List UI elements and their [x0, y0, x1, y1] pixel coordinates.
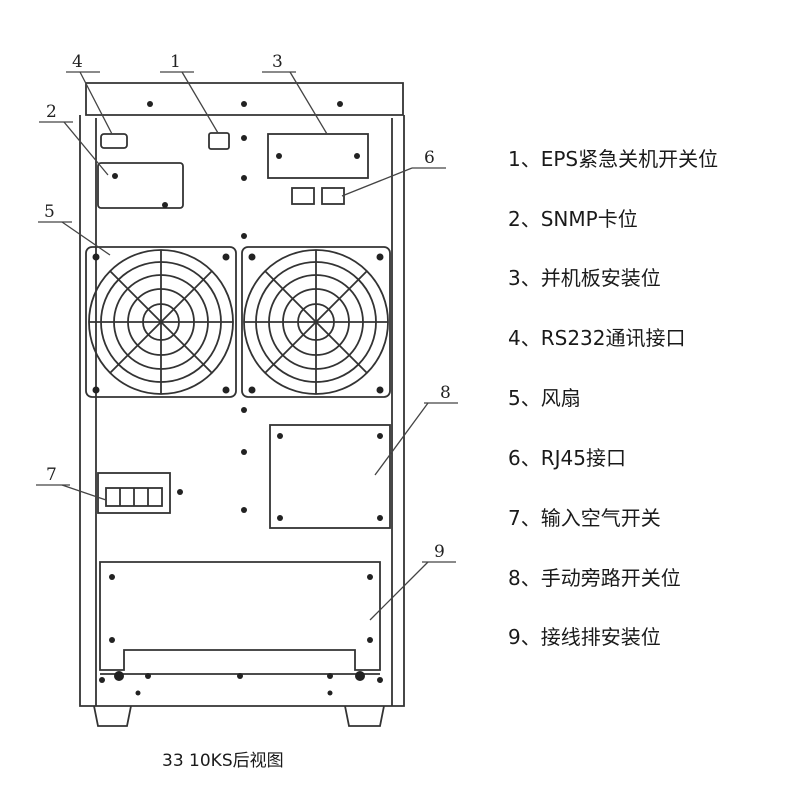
callout-8: 8 — [440, 383, 451, 403]
cabinet-foot-right — [344, 705, 385, 727]
eps-switch — [208, 132, 230, 150]
legend-item-fan: 5、风扇 — [508, 386, 581, 410]
callout-5: 5 — [44, 202, 55, 222]
terminal-block-plate — [99, 561, 381, 675]
legend-item-rs232: 4、RS232通讯接口 — [508, 326, 686, 350]
fan-right — [241, 246, 391, 398]
parallel-board-slot — [267, 133, 369, 179]
manual-bypass-plate — [269, 424, 391, 529]
cabinet-body — [79, 115, 405, 707]
callout-1: 1 — [170, 52, 181, 72]
legend-item-parallel-board: 3、并机板安装位 — [508, 266, 661, 290]
callout-9: 9 — [434, 542, 445, 562]
callout-7: 7 — [46, 465, 57, 485]
legend-item-manual-bypass: 8、手动旁路开关位 — [508, 566, 681, 590]
diagram-caption: 33 10KS后视图 — [162, 751, 284, 771]
cabinet-foot-left — [93, 705, 132, 727]
legend-item-snmp: 2、SNMP卡位 — [508, 207, 638, 231]
legend-item-input-breaker: 7、输入空气开关 — [508, 506, 661, 530]
fan-left — [85, 246, 237, 398]
snmp-slot — [97, 162, 184, 209]
legend-item-rj45: 6、RJ45接口 — [508, 446, 626, 470]
cabinet-top — [85, 82, 404, 116]
callout-4: 4 — [72, 52, 83, 72]
legend-item-eps-switch: 1、EPS紧急关机开关位 — [508, 147, 719, 171]
callout-2: 2 — [46, 102, 57, 122]
rj45-port-left — [291, 187, 315, 205]
input-breaker — [97, 472, 171, 514]
callout-3: 3 — [272, 52, 283, 72]
rj45-port-right — [321, 187, 345, 205]
legend-item-terminal-block: 9、接线排安装位 — [508, 625, 661, 649]
rs232-port — [100, 133, 128, 149]
callout-6: 6 — [424, 148, 435, 168]
